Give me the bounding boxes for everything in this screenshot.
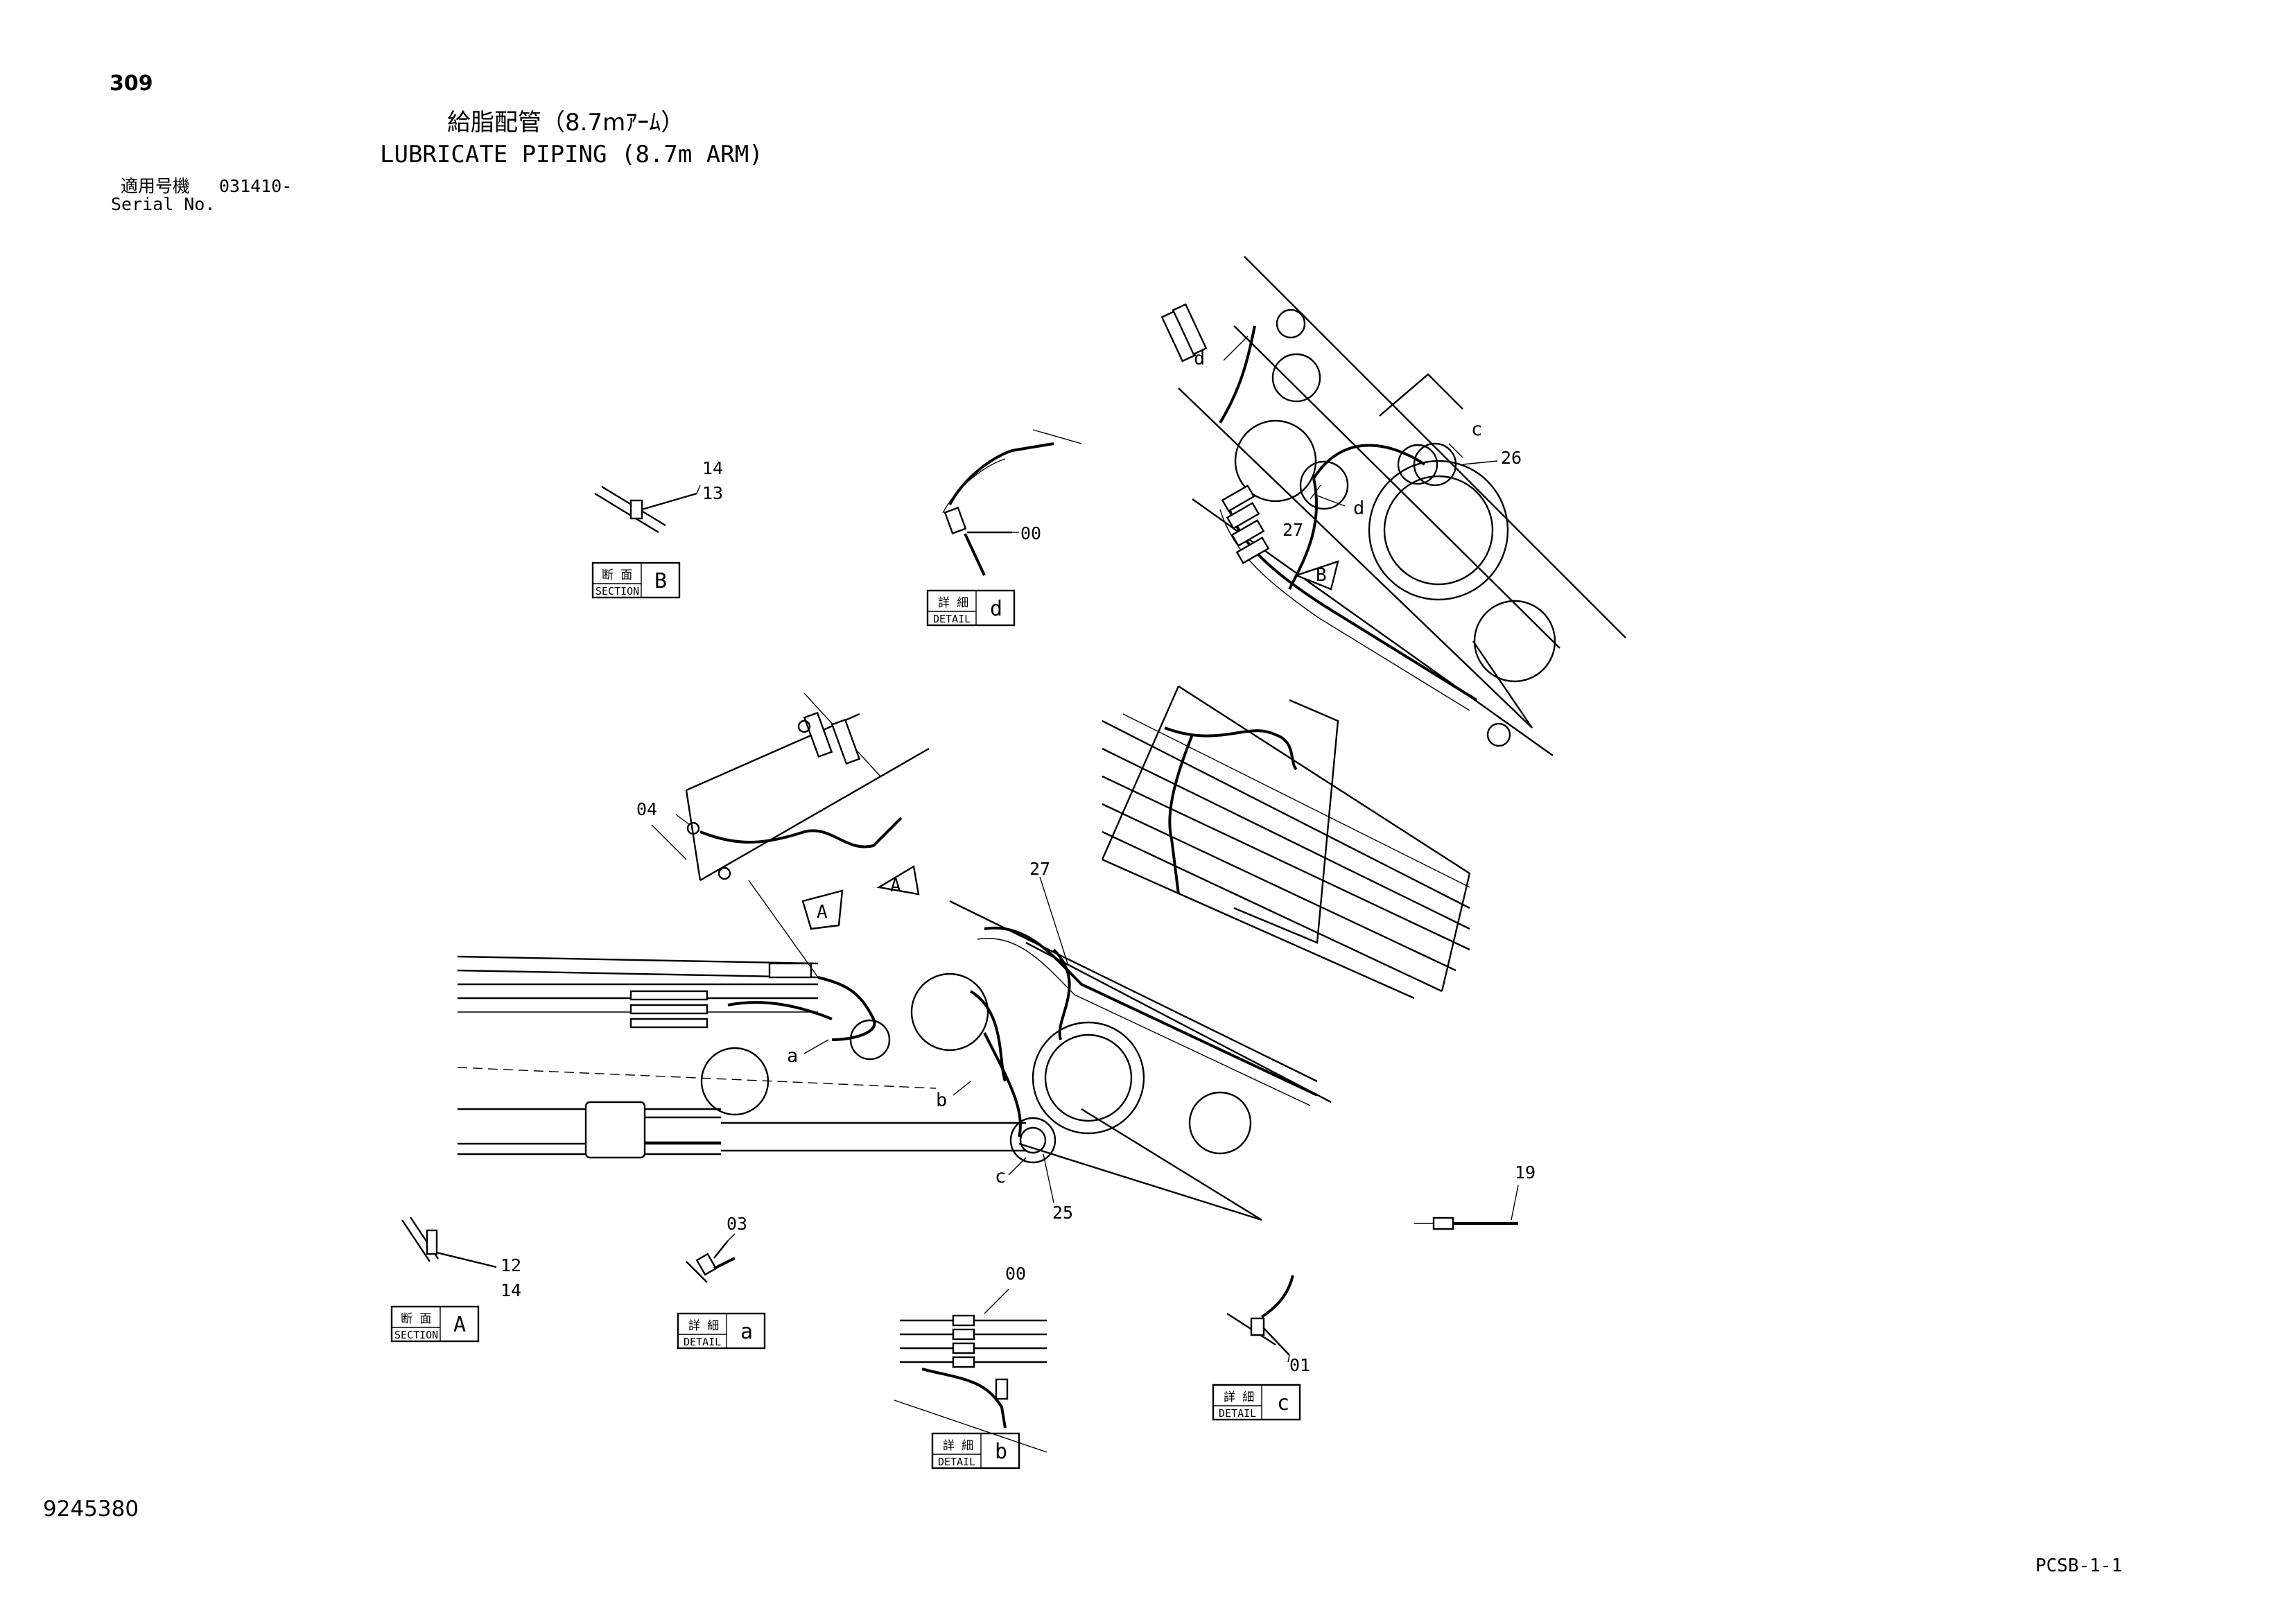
svg-text:d: d [990,597,1002,621]
callout-part-12: 12 [501,1255,521,1275]
callout-part-26: 26 [1501,448,1522,468]
view-letter-b: b [936,1090,947,1111]
upper-end-piping [1160,303,1478,711]
page-number: 309 [110,71,153,96]
svg-text:c: c [1277,1391,1289,1415]
callout-part-13: 13 [702,483,723,503]
svg-text:DETAIL: DETAIL [938,1456,975,1468]
svg-text:DETAIL: DETAIL [1219,1407,1256,1420]
svg-text:詳 細: 詳 細 [938,596,968,610]
callout-part-27-mid: 27 [1029,859,1050,879]
arm-body [849,685,1471,1221]
arm-upper-end [1178,256,1626,756]
callout-part-14-bottom: 14 [501,1280,521,1300]
view-letter-c-lower: c [995,1166,1006,1187]
serial-value: 031410- [219,176,293,196]
view-arrow-letters: B A A [817,565,1327,923]
title-japanese: 給脂配管（8.7mｱｰﾑ） [447,109,685,137]
detail-box-section-a: 断 面 SECTION A [390,1305,480,1343]
drawing-number: 9245380 [43,1497,139,1521]
view-letters: d c d a b c [787,348,1482,1187]
page-code: PCSB-1-1 [2035,1555,2123,1576]
title-english: LUBRICATE PIPING (8.7m ARM) [380,141,763,168]
callout-part-03: 03 [727,1214,747,1234]
view-arrow-letter-b: B [1316,565,1327,586]
callout-part-01: 01 [1289,1355,1310,1375]
view-letter-a: a [787,1045,798,1067]
boom-lower [457,955,1056,1164]
detail-box-section-b: 断 面 SECTION B [591,561,681,599]
view-arrow-a-2 [876,865,920,896]
svg-text:断 面: 断 面 [401,1312,431,1326]
detail-box-detail-d: 詳 細 DETAIL d [926,589,1016,627]
serial-label-english: Serial No. [111,194,216,214]
svg-text:断 面: 断 面 [602,568,632,582]
detail-a-view [686,1240,736,1283]
part-callouts: 14 13 00 26 27 04 27 25 19 12 14 03 00 0… [501,448,1536,1375]
serial-label-japanese: 適用号機 [121,176,191,196]
detail-b-view [894,1314,1047,1453]
svg-text:DETAIL: DETAIL [933,613,971,625]
view-letter-d-mid: d [1353,498,1364,519]
svg-text:A: A [453,1313,466,1337]
section-a-view [401,1216,497,1268]
pin-region-a [651,692,930,978]
detail-c-view [1226,1275,1294,1356]
callout-part-19: 19 [1515,1162,1536,1183]
svg-text:詳 細: 詳 細 [943,1439,973,1453]
svg-text:詳 細: 詳 細 [1224,1390,1254,1404]
callout-part-00-top: 00 [1020,523,1041,543]
boom-lower-piping [727,976,1022,1137]
detail-box-detail-a: 詳 細 DETAIL a [677,1312,766,1350]
callout-part-25: 25 [1052,1203,1073,1223]
callout-part-04: 04 [636,799,657,819]
callout-part-14-top: 14 [702,458,723,478]
detail-d-view [942,429,1082,576]
view-letter-c-upper: c [1471,419,1482,440]
part-19-view [1414,1216,1518,1230]
view-letter-d-upper: d [1194,348,1205,369]
callout-part-00-bottom: 00 [1005,1264,1026,1284]
detail-box-detail-b: 詳 細 DETAIL b [931,1432,1020,1470]
svg-text:DETAIL: DETAIL [684,1336,721,1348]
callout-part-27-upper: 27 [1282,520,1303,540]
svg-text:SECTION: SECTION [394,1329,438,1341]
view-arrow-a-1 [801,889,844,930]
view-arrow-letter-a-2: A [890,875,901,896]
leader-lines [675,335,1519,1363]
view-arrow-letter-a-1: A [817,902,828,923]
svg-text:詳 細: 詳 細 [688,1319,719,1333]
svg-text:B: B [654,569,667,593]
section-b-view [594,485,697,534]
svg-text:SECTION: SECTION [595,585,639,598]
svg-text:a: a [740,1320,753,1344]
svg-text:b: b [995,1440,1007,1464]
view-arrow-b [1294,560,1339,591]
detail-box-detail-c: 詳 細 DETAIL c [1212,1384,1301,1421]
